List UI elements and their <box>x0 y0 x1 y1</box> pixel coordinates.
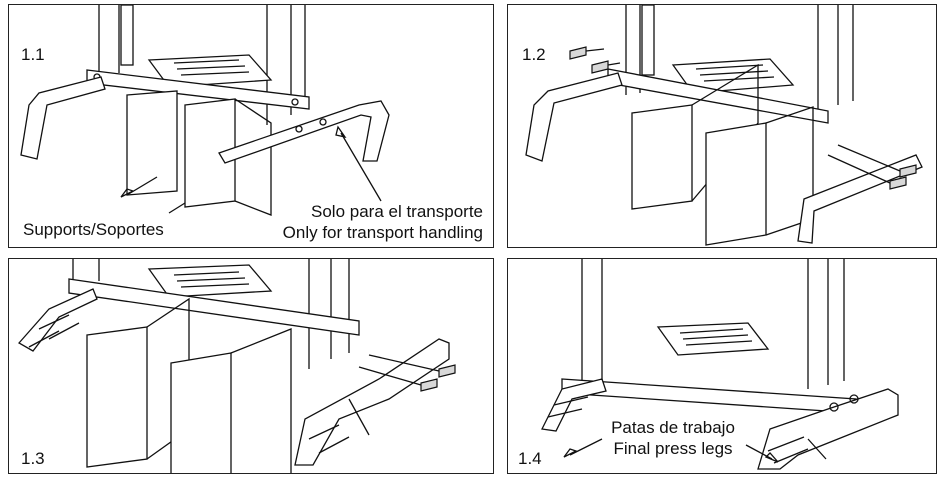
panel-step-1-1: 1.1 Supports/Soportes Solo para el trans… <box>8 4 494 248</box>
panel-step-1-2: 1.2 <box>507 4 937 248</box>
step-number: 1.2 <box>522 45 546 64</box>
work-legs-label-es: Patas de trabajo <box>611 418 735 437</box>
work-legs-label-en: Final press legs <box>613 439 733 458</box>
illustration-transport-assembly <box>20 5 390 216</box>
transport-label-en: Only for transport handling <box>282 223 483 242</box>
supports-label: Supports/Soportes <box>23 220 164 239</box>
panel-step-1-4: 1.4 Patas de trabajo Final press legs <box>507 258 937 474</box>
transport-label-es: Solo para el transporte <box>311 202 483 221</box>
step-number: 1.1 <box>21 45 45 64</box>
panel-step-1-3: 1.3 <box>8 258 494 474</box>
illustration-final-press-legs <box>541 259 899 470</box>
step-number: 1.3 <box>21 449 45 468</box>
illustration-attach-press-legs <box>17 259 456 473</box>
step-number: 1.4 <box>518 449 542 468</box>
illustration-remove-transport-legs <box>525 5 923 246</box>
